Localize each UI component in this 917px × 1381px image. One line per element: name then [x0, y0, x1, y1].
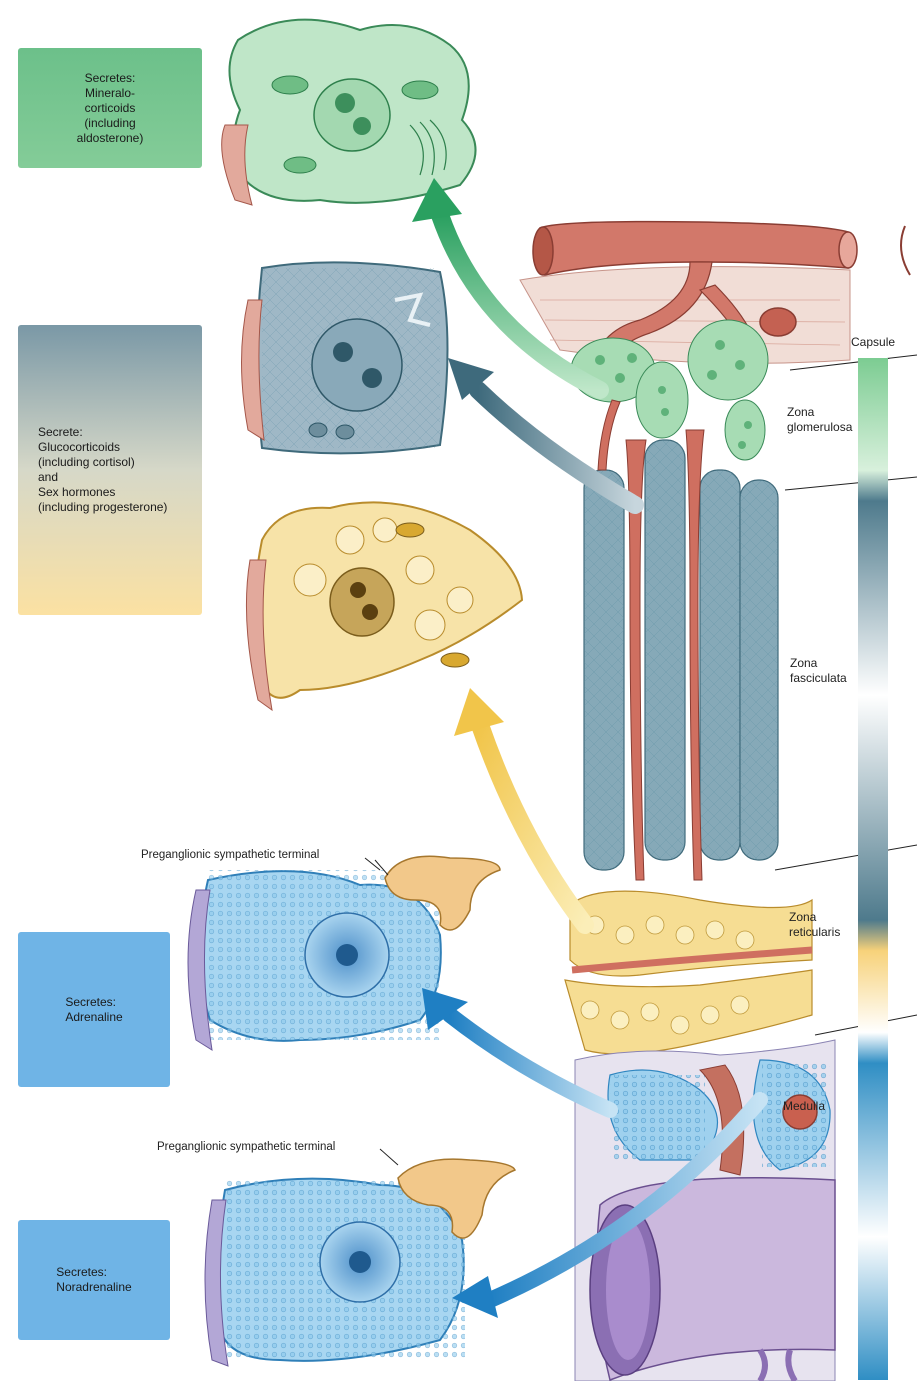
glucocorticoid-text: Secrete: Glucocorticoids (including cort… [38, 425, 167, 515]
zone-label-capsule: Capsule [851, 335, 895, 350]
noradrenaline-box: Secretes: Noradrenaline [18, 1220, 170, 1340]
zone-gradient-bar [858, 358, 888, 1380]
mineralocorticoid-box: Secretes: Mineralo- corticoids (includin… [18, 48, 202, 168]
zone-label-fasciculata: Zona fasciculata [790, 656, 847, 686]
mineralocorticoid-text: Secretes: Mineralo- corticoids (includin… [77, 71, 144, 146]
noradrenaline-cell [205, 1159, 515, 1366]
zone-label-medulla: Medulla [783, 1099, 825, 1114]
noradrenaline-text: Secretes: Noradrenaline [56, 1265, 131, 1295]
terminal-leader-lower [380, 1149, 398, 1165]
fasciculata-cell [242, 262, 448, 453]
reticularis-cell [246, 502, 522, 710]
adrenaline-box: Secretes: Adrenaline [18, 932, 170, 1087]
preganglionic-terminal-label-lower: Preganglionic sympathetic terminal [157, 1141, 335, 1153]
adrenaline-text: Secretes: Adrenaline [65, 995, 122, 1025]
glucocorticoid-box: Secrete: Glucocorticoids (including cort… [18, 325, 202, 615]
preganglionic-terminal-label-upper: Preganglionic sympathetic terminal [141, 849, 319, 861]
glomerulosa-cell [222, 20, 476, 205]
terminal-leader-upper [365, 858, 380, 870]
zone-label-glomerulosa: Zona glomerulosa [787, 405, 852, 435]
zone-label-reticularis: Zona reticularis [789, 910, 840, 940]
